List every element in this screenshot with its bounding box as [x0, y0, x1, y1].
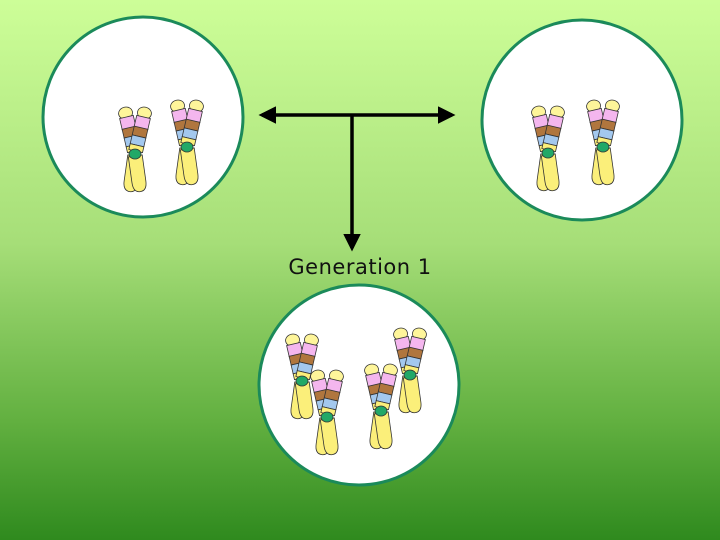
- parent-cell-right: [480, 18, 684, 222]
- parent-cell-left: [41, 15, 245, 219]
- offspring-cell: [257, 283, 461, 487]
- generation-label: Generation 1: [288, 255, 432, 279]
